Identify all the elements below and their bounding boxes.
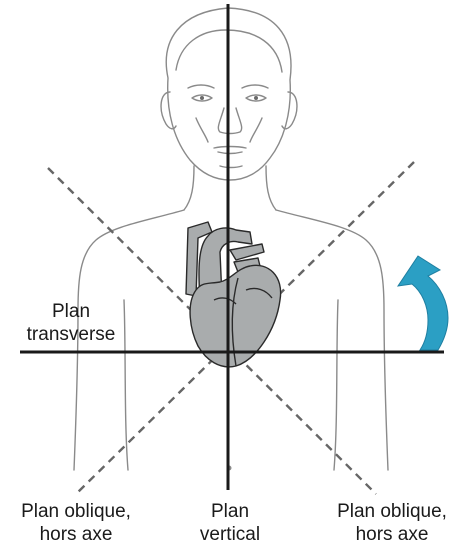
left-eyebrow <box>188 85 214 88</box>
heart-icon <box>186 222 281 367</box>
vertical-plane-label-line2: vertical <box>190 523 270 546</box>
chin <box>220 166 242 168</box>
curved-arrow-icon <box>398 256 448 350</box>
right-torso <box>334 300 338 470</box>
oblique-plane-left-label: Plan oblique, hors axe <box>6 500 146 546</box>
nose <box>218 108 241 134</box>
oblique-plane-left-label-line2: hors axe <box>6 523 146 546</box>
vertical-plane-label: Plan vertical <box>190 500 270 546</box>
neck-right <box>266 166 276 210</box>
right-pupil <box>254 96 258 100</box>
oblique-plane-right-label-line2: hors axe <box>322 523 462 546</box>
oblique-plane-right-label: Plan oblique, hors axe <box>322 500 462 546</box>
vertical-plane-label-line1: Plan <box>190 500 270 523</box>
oblique-plane-right-label-line1: Plan oblique, <box>322 500 462 523</box>
neck-left <box>184 166 194 210</box>
left-pupil <box>200 96 204 100</box>
transverse-plane-label-line1: Plan <box>12 300 130 323</box>
right-shoulder <box>276 210 388 470</box>
left-cheek-line <box>196 118 208 142</box>
right-cheek-line <box>250 118 262 142</box>
right-eyebrow <box>242 85 268 88</box>
oblique-plane-left-label-line1: Plan oblique, <box>6 500 146 523</box>
mouth <box>214 147 246 154</box>
transverse-plane-label-line2: transverse <box>12 323 130 346</box>
transverse-plane-label: Plan transverse <box>12 300 130 346</box>
